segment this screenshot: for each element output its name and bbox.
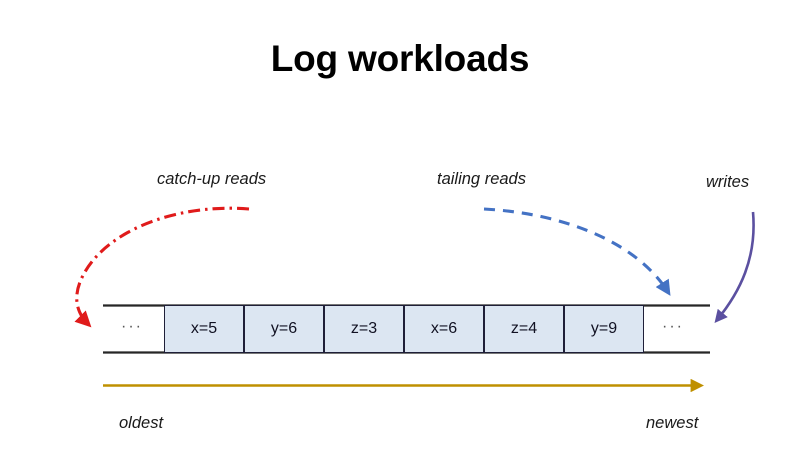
log-entry[interactable]: y=9 (564, 305, 644, 353)
tailing-reads-label: tailing reads (437, 170, 526, 188)
log-entry[interactable]: z=3 (324, 305, 404, 353)
page-title: Log workloads (270, 38, 530, 79)
writes-label: writes (706, 173, 750, 191)
log-entry[interactable]: y=6 (244, 305, 324, 353)
newest-label: newest (646, 414, 699, 432)
oldest-label: oldest (119, 414, 164, 432)
log-entry[interactable]: z=4 (484, 305, 564, 353)
writes-arrow (714, 211, 755, 324)
log-entry[interactable]: x=5 (164, 305, 244, 353)
log-left-ellipsis: ··· (121, 318, 143, 335)
tailing-reads-arrow (483, 207, 671, 296)
catch-up-reads-arrow (74, 206, 250, 328)
log-entry-list: x=5 y=6 z=3 x=6 z=4 y=9 (164, 305, 644, 353)
catch-up-reads-label: catch-up reads (157, 170, 267, 188)
log-structure: ··· x=5 y=6 z=3 x=6 z=4 y=9 ··· (103, 305, 710, 353)
log-right-ellipsis: ··· (662, 318, 684, 335)
log-entry[interactable]: x=6 (404, 305, 484, 353)
